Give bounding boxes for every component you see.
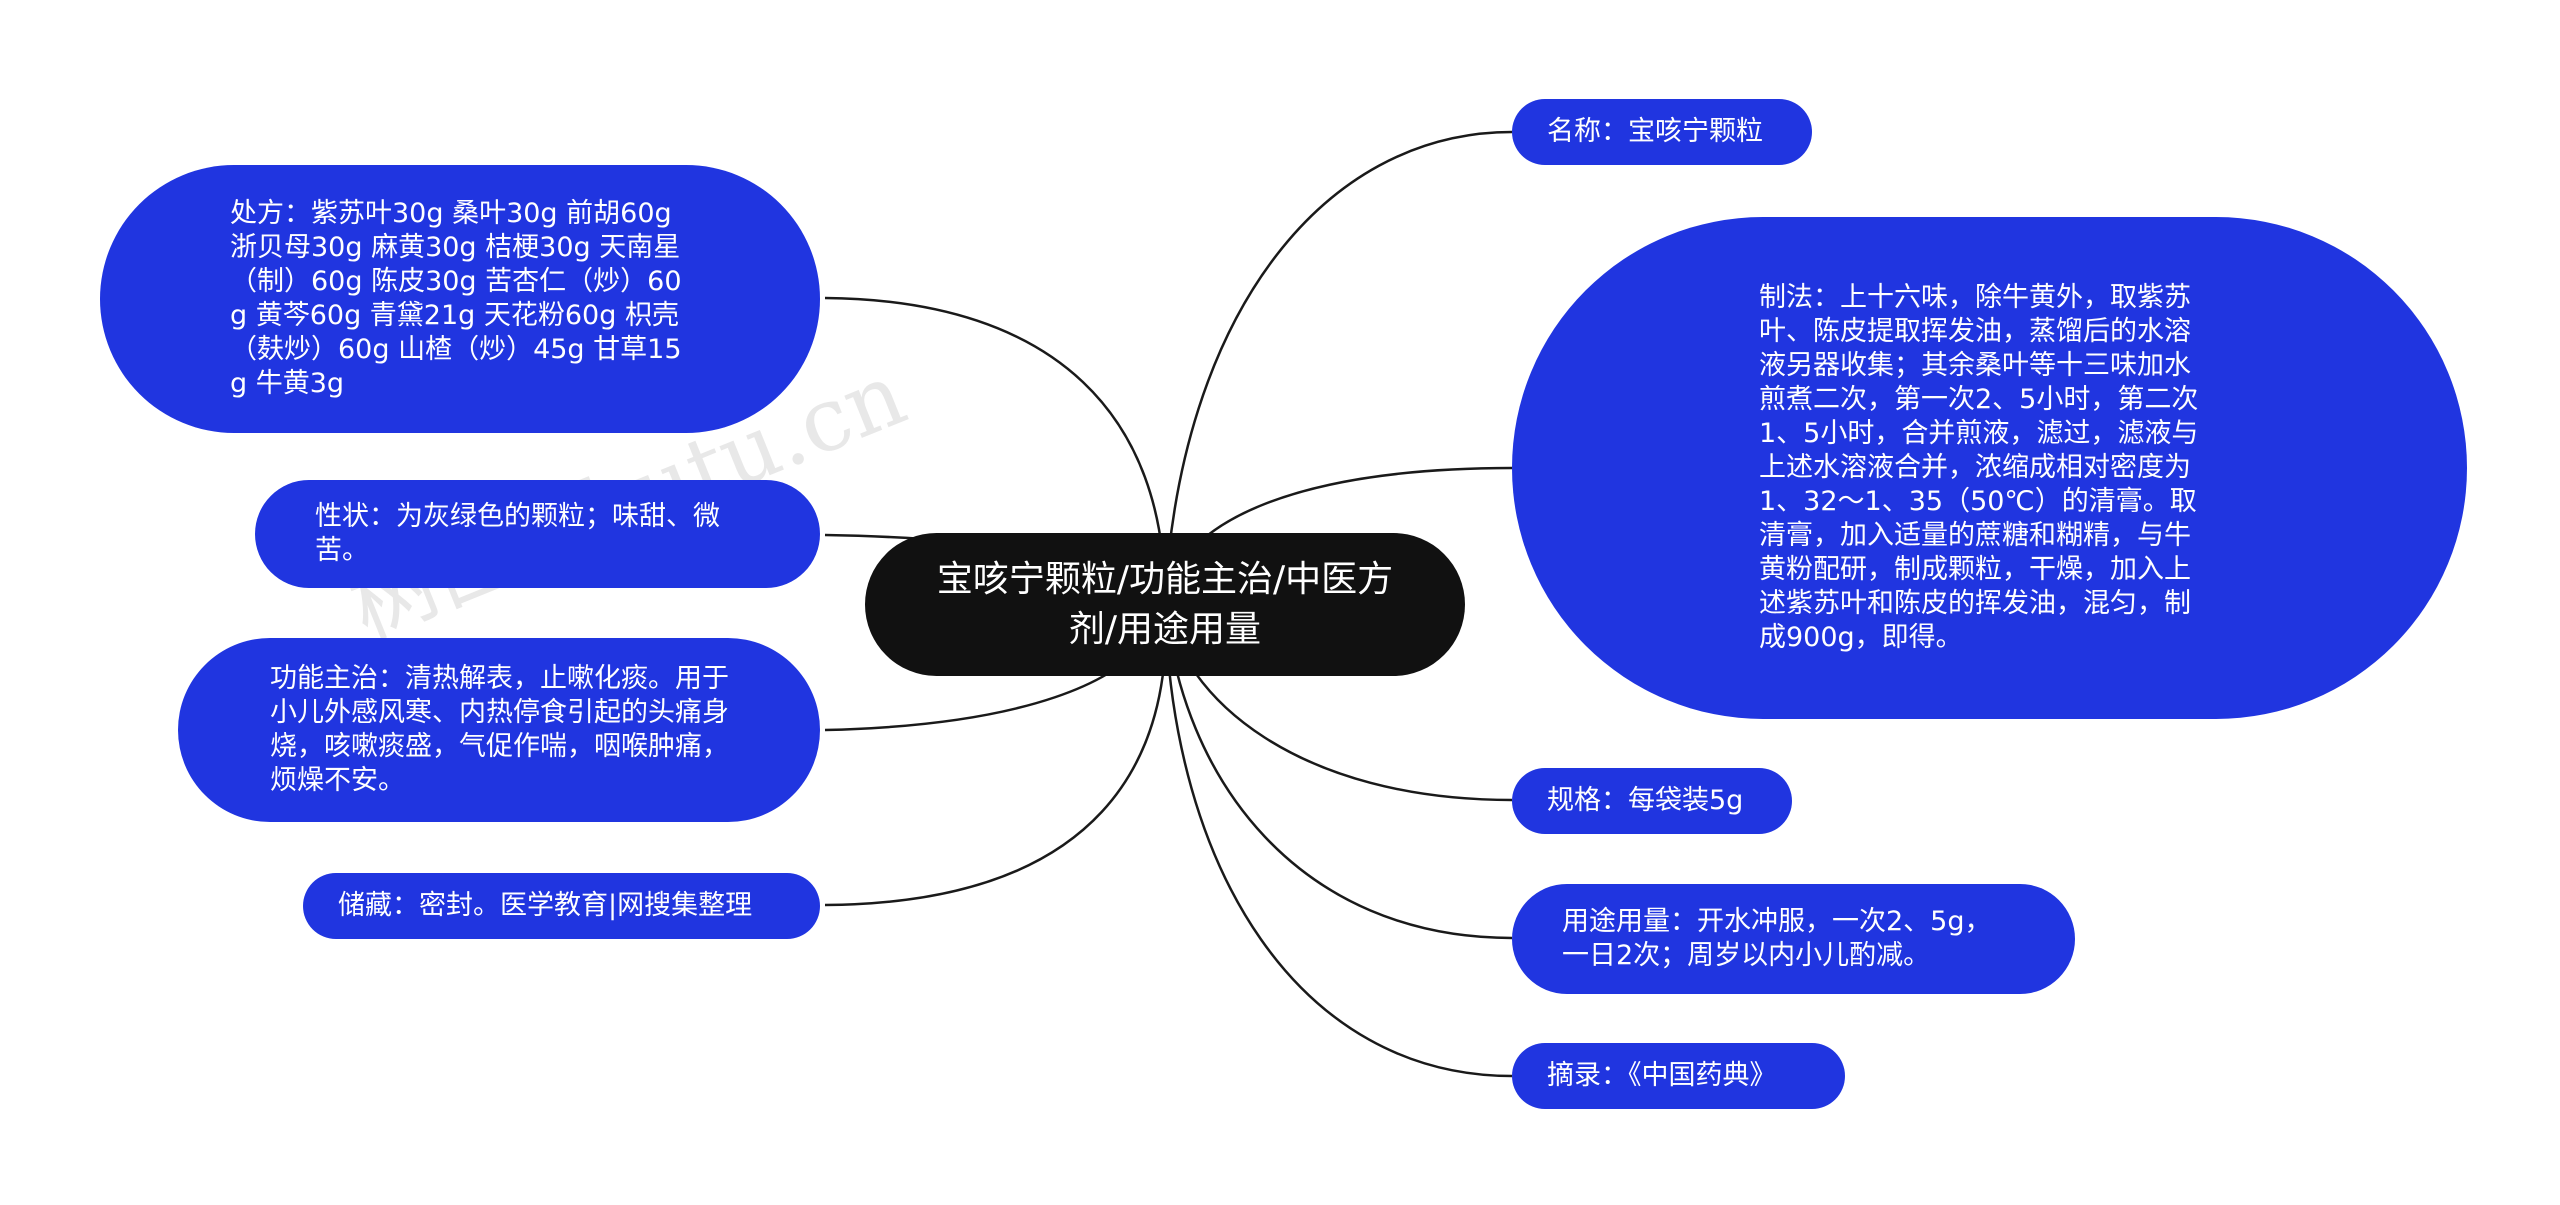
node-indications[interactable]: 功能主治：清热解表，止嗽化痰。用于小儿外感风寒、内热停食引起的头痛身烧，咳嗽痰盛… [178,638,820,822]
node-formula-text: 处方：紫苏叶30g 桑叶30g 前胡60g 浙贝母30g 麻黄30g 桔梗30g… [230,198,682,399]
node-spec[interactable]: 规格：每袋装5g [1512,768,1792,834]
node-spec-text: 规格：每袋装5g [1547,785,1744,816]
node-name-text: 名称：宝咳宁颗粒 [1547,116,1763,147]
node-name[interactable]: 名称：宝咳宁颗粒 [1512,99,1812,165]
node-properties[interactable]: 性状：为灰绿色的颗粒；味甜、微苦。 [255,480,820,588]
center-node-label: 宝咳宁颗粒/功能主治/中医方剂/用途用量 [936,558,1394,650]
connector-name [1163,130,1513,601]
node-source[interactable]: 摘录：《中国药典》 [1512,1043,1845,1109]
node-storage[interactable]: 储藏：密封。医学教育|网搜集整理 [303,873,820,939]
node-properties-text: 性状：为灰绿色的颗粒；味甜、微苦。 [315,501,720,566]
node-indications-text: 功能主治：清热解表，止嗽化痰。用于小儿外感风寒、内热停食引起的头痛身烧，咳嗽痰盛… [270,663,729,796]
connector-source [1163,599,1513,1078]
node-dosage[interactable]: 用途用量：开水冲服，一次2、5g，一日2次；周岁以内小儿酌减。 [1512,884,2075,994]
node-storage-text: 储藏：密封。医学教育|网搜集整理 [338,890,753,921]
connector-formula [824,296,1167,601]
node-source-text: 摘录：《中国药典》 [1547,1060,1777,1091]
node-formula[interactable]: 处方：紫苏叶30g 桑叶30g 前胡60g 浙贝母30g 麻黄30g 桔梗30g… [100,165,820,433]
node-dosage-text: 用途用量：开水冲服，一次2、5g，一日2次；周岁以内小儿酌减。 [1562,906,1992,971]
node-preparation[interactable]: 制法：上十六味，除牛黄外，取紫苏叶、陈皮提取挥发油，蒸馏后的水溶液另器收集；其余… [1512,217,2467,719]
center-node[interactable]: 宝咳宁颗粒/功能主治/中医方剂/用途用量 [865,533,1465,676]
node-preparation-text: 制法：上十六味，除牛黄外，取紫苏叶、陈皮提取挥发油，蒸馏后的水溶液另器收集；其余… [1759,282,2199,653]
